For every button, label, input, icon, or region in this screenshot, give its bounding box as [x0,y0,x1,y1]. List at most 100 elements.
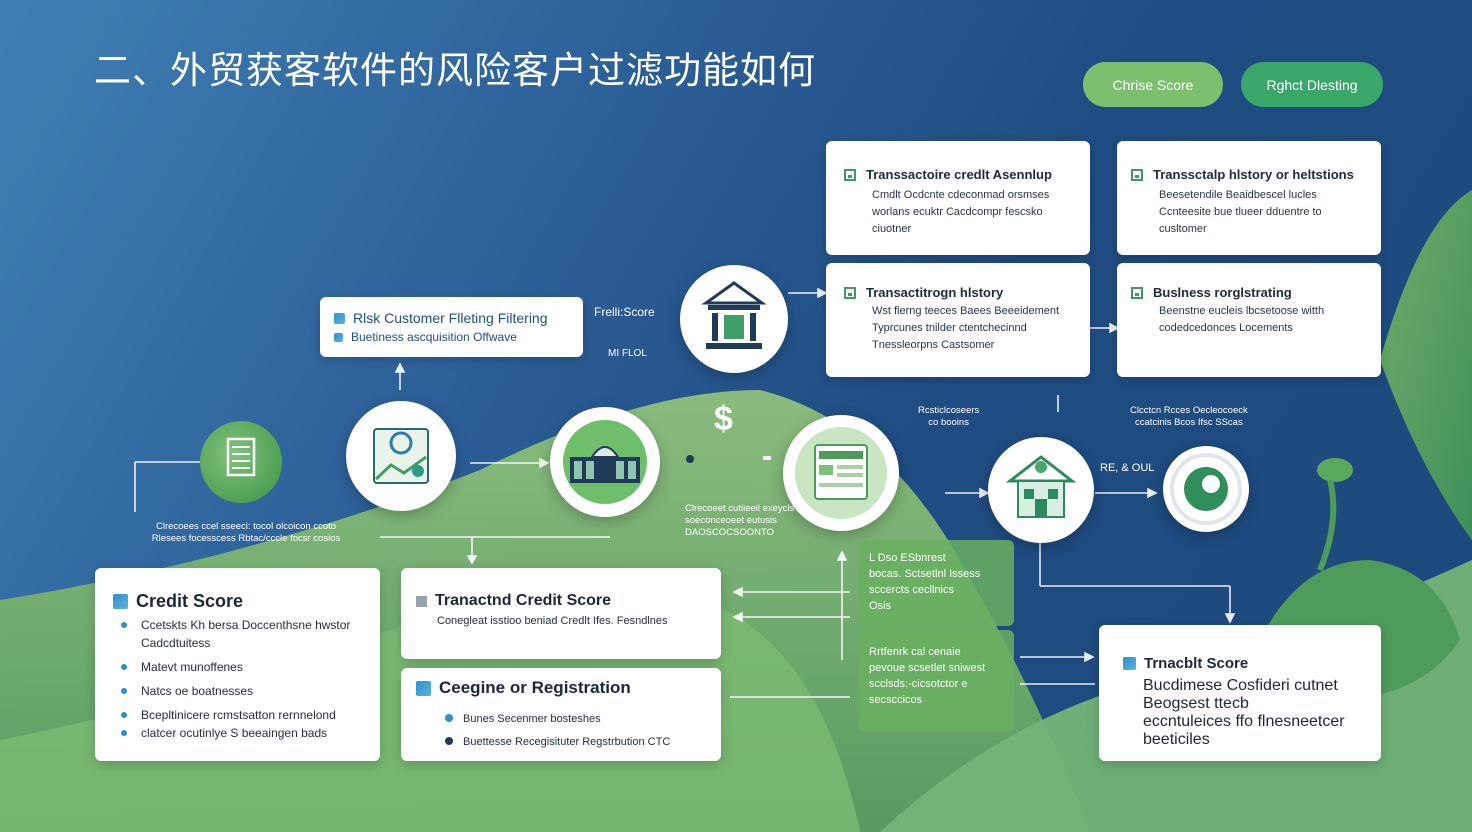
item-text: clatcer ocutinlye S beeaingen bads [141,726,328,740]
doc-icon [334,332,343,342]
house-node[interactable] [988,437,1094,543]
card-line: Cmdlt Ocdcnte cdeconmad orsmses [872,189,1050,201]
middle-description: Clrecoeet cutiieeil exeycls soeconceoeet… [685,503,794,539]
desc-line: co booins [928,417,969,428]
result-score-card: Trnacblt Score Bucdimese Cosfideri cutne… [1099,625,1381,761]
item-text: Buettesse Recegisituter Regstrbution CTC [463,736,671,748]
left-description: Clrecoees ccel sseeci: tocol olcoicon cc… [133,521,359,545]
status-node[interactable] [1163,446,1249,532]
result-title: Trnacblt Score [1144,655,1249,672]
document-icon [226,437,256,477]
card-title: Transactitrogn hlstory [866,285,1004,300]
registration-item: Bunes Secenmer bosteshes [445,710,715,728]
risk-filter-box: Rlsk Customer Flleting Filtering Buetine… [320,297,583,357]
score-label: Frelli:Score [594,305,655,319]
chrise-score-button[interactable]: Chrise Score [1083,62,1223,107]
card-line: Tnessleorpns Castsomer [872,339,995,351]
right-description: Rcsticlcoseers co booins [918,405,979,429]
credit-score-card: Credit Score Ccetskts Kh bersa Doccenths… [95,568,380,761]
registration-card: Ceegine or Registration Bunes Secenmer b… [401,668,721,761]
leaf-icon [1170,453,1242,525]
page-title: 二、外贸获客软件的风险客户过滤功能如何 [94,49,816,92]
card-title: Buslness rorglstrating [1153,285,1292,300]
desc-line: soeconceoeet eutusis [685,515,777,526]
green-line: Rrtfenrk cal cenaie [869,646,961,658]
desc-line: DAOSCOCSOONTO [685,527,775,538]
desc-line: Rlesees focesscess Rbtac/cccle focsr cos… [151,533,341,544]
pill-label: Rghct Dlesting [1266,76,1358,93]
document-node[interactable] [200,421,282,503]
credit-item: Ccetskts Kh bersa Doccenthsne hwstor [121,616,376,634]
credit-icon [113,594,128,609]
rghct-dlesting-button[interactable]: Rghct Dlesting [1241,62,1383,107]
square-icon [416,595,427,607]
far-right-description: Clcctcn Rcces Oecleocoeck ccatcinis Bcos… [1130,405,1248,429]
green-line: Osis [869,600,891,612]
transaction-line: Conegleat isstioo beniad Credlt Ifes. Fe… [437,615,668,627]
report-node[interactable] [346,401,456,511]
info-card: Transsctalp hlstory or heltstions Beeset… [1117,141,1381,255]
green-info-box: L Dso ESbnrest bocas. Sctsetlnl Issess s… [859,540,1014,626]
checkbox-icon [844,168,856,181]
info-card: Transsactoire credlt Asennlup Cmdlt Ocdc… [826,141,1090,255]
credit-item: clatcer ocutinlye S beeaingen bads [121,724,376,742]
ledger-node[interactable] [783,415,899,531]
card-title: Transsactoire credlt Asennlup [866,167,1052,182]
dollar-icon: $ [714,400,733,438]
house-icon [1005,455,1077,518]
desc-line: Rcsticlcoseers [918,405,980,416]
bank-icon [701,281,767,349]
desc-line: ccatcinis Bcos Ifsc SScas [1135,417,1243,428]
green-line: L Dso ESbnrest [869,552,946,564]
registration-title: Ceegine or Registration [439,678,631,697]
checkbox-icon [1131,286,1143,299]
result-line: eccntuleices ffo flnesneetcer beeticiles [1143,713,1345,748]
result-icon [1123,657,1136,670]
credit-title: Credit Score [136,591,244,611]
card-line: ciuotner [872,223,912,235]
checkbox-icon [844,286,856,299]
green-line: scclsds:-cicsotctor e [869,678,968,690]
credit-item: Cadcdtuitess [121,634,376,652]
card-title: Transsctalp hlstory or heltstions [1153,167,1354,182]
report-icon [373,428,429,484]
risk-line-1: Rlsk Customer Flleting Filtering [353,310,548,326]
bank-node[interactable] [680,265,788,373]
green-line: bocas. Sctsetlnl Issess [869,568,981,580]
result-line: Bucdimese Cosfideri cutnet Beogsest ttec… [1143,677,1338,712]
doc-icon [334,312,345,324]
score-sublabel: MI FLOL [608,348,647,359]
green-info-box: Rrtfenrk cal cenaie pevoue scsetlet sniw… [859,630,1014,732]
card-line: codedcedonces Locements [1159,322,1293,334]
card-line: worlans ecuktr Cacdcompr fescsko [872,206,1043,218]
item-text: Matevt munoffenes [141,660,243,674]
card-line: Ccnteesite bue tlueer dduentre to [1159,206,1322,218]
green-line: secsccicos [869,694,923,706]
desc-line: Clcctcn Rcces Oecleocoeck [1130,405,1248,416]
card-line: Wst flerng teeces Baees Beeeidement [872,305,1060,317]
credit-item: Natcs oe boatnesses [121,682,376,700]
green-line: pevoue scsetlet sniwest [869,662,986,674]
checkbox-icon [1131,168,1143,181]
credit-item: Matevt munoffenes [121,658,376,676]
node-dot [686,455,694,463]
rsol-label: RE, & OUL [1100,462,1155,474]
transaction-title: Tranactnd Credit Score [435,592,612,609]
card-line: cusltomer [1159,223,1207,235]
card-line: Typrcunes tnilder ctentchecinnd [872,322,1027,334]
registration-icon [416,680,431,696]
storefront-icon [563,420,647,504]
item-text: Natcs oe boatnesses [141,684,254,698]
item-text: Ccetskts Kh bersa Doccenthsne hwstor [141,618,351,632]
desc-line: Clrecoees ccel sseeci: tocol olcoicon cc… [155,521,337,532]
ledger-icon [795,427,887,519]
node-dash [763,456,771,460]
green-line: sccercts cecllnics [869,584,954,596]
desc-line: Clrecoeet cutiieeil exeycls [685,503,795,514]
item-text: Bcepltinicere rcmstsatton rernnelond [141,708,336,722]
storefront-node[interactable] [550,407,660,517]
credit-item: Bcepltinicere rcmstsatton rernnelond [121,706,376,724]
card-line: Beesetendile Beaidbescel lucles [1159,189,1317,201]
registration-item: Buettesse Recegisituter Regstrbution CTC [445,733,715,751]
